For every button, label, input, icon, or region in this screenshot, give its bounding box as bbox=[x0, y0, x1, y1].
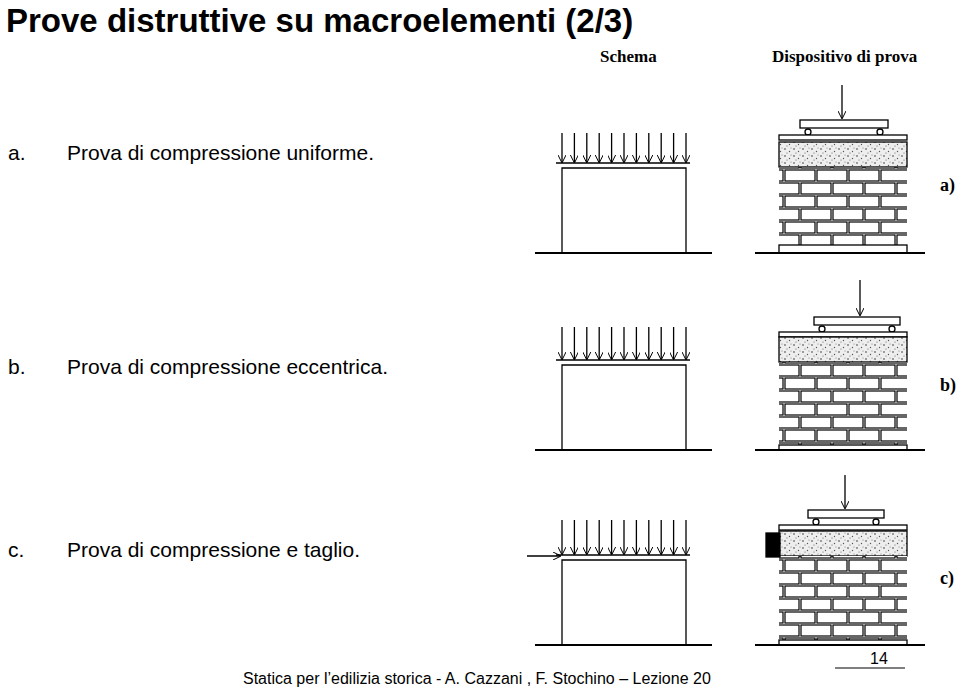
base-plate bbox=[779, 245, 907, 253]
load-arrow bbox=[599, 327, 600, 359]
load-line bbox=[556, 359, 690, 360]
column-heading: Schema bbox=[600, 47, 657, 67]
spreader-beam bbox=[808, 510, 884, 518]
item-letter: c. bbox=[8, 538, 24, 562]
load-arrow bbox=[636, 520, 637, 554]
load-arrow bbox=[586, 520, 587, 554]
load-arrow bbox=[599, 520, 600, 554]
ground-line bbox=[535, 252, 712, 254]
page-number: 14 bbox=[870, 650, 888, 668]
figure-tag: b) bbox=[940, 375, 956, 396]
item-text: Prova di compressione eccentrica. bbox=[67, 355, 388, 379]
wall-frame bbox=[562, 168, 686, 253]
load-arrow bbox=[673, 327, 674, 359]
load-arrow bbox=[685, 327, 686, 359]
plate bbox=[779, 135, 907, 140]
roller bbox=[813, 519, 819, 525]
figure-tag: a) bbox=[940, 175, 955, 196]
load-arrow bbox=[841, 85, 842, 118]
load-arrow bbox=[685, 520, 686, 554]
load-arrow bbox=[611, 520, 612, 554]
load-arrow bbox=[586, 133, 587, 162]
page-rule bbox=[835, 668, 905, 669]
load-arrow bbox=[661, 520, 662, 554]
load-arrow bbox=[623, 520, 624, 554]
load-arrow bbox=[636, 327, 637, 359]
load-arrow bbox=[623, 133, 624, 162]
load-arrow bbox=[586, 327, 587, 359]
load-arrow bbox=[685, 133, 686, 162]
load-arrow bbox=[574, 133, 575, 162]
load-arrow bbox=[599, 133, 600, 162]
ground-line bbox=[535, 449, 712, 451]
mortar-cap bbox=[779, 337, 907, 362]
load-arrow bbox=[611, 133, 612, 162]
brick-wall bbox=[779, 556, 907, 640]
test-devices bbox=[755, 85, 925, 645]
wall-frame bbox=[562, 560, 686, 645]
ground-line bbox=[755, 449, 925, 451]
figure-tag: c) bbox=[940, 568, 954, 589]
load-arrow bbox=[844, 475, 845, 508]
ground-line bbox=[535, 644, 712, 646]
load-arrow bbox=[648, 133, 649, 162]
mortar-cap bbox=[779, 142, 907, 167]
shear-arrow bbox=[527, 555, 560, 556]
load-arrow bbox=[574, 520, 575, 554]
load-arrow bbox=[561, 520, 562, 554]
item-text: Prova di compressione e taglio. bbox=[67, 538, 360, 562]
brick-wall bbox=[779, 167, 907, 245]
wall-frame bbox=[562, 365, 686, 450]
plate bbox=[779, 525, 907, 530]
item-letter: a. bbox=[8, 141, 26, 165]
roller bbox=[873, 519, 879, 525]
load-arrow bbox=[661, 133, 662, 162]
load-line bbox=[556, 554, 690, 555]
footer-text: Statica per l’edilizia storica - A. Cazz… bbox=[243, 670, 711, 688]
ground-line bbox=[755, 252, 925, 254]
load-line bbox=[556, 162, 690, 163]
spreader-beam bbox=[800, 120, 888, 128]
load-arrow bbox=[859, 280, 860, 315]
roller bbox=[819, 326, 825, 332]
load-arrow bbox=[673, 520, 674, 554]
roller bbox=[889, 326, 895, 332]
shear-jack bbox=[766, 533, 780, 557]
load-arrow bbox=[673, 133, 674, 162]
item-letter: b. bbox=[8, 355, 26, 379]
load-arrow bbox=[561, 327, 562, 359]
load-arrow bbox=[661, 327, 662, 359]
schema-figures bbox=[527, 133, 712, 645]
item-text: Prova di compressione uniforme. bbox=[67, 141, 374, 165]
load-arrow bbox=[574, 327, 575, 359]
slide-title: Prove distruttive su macroelementi (2/3) bbox=[6, 2, 633, 40]
load-arrow bbox=[611, 327, 612, 359]
plate bbox=[779, 332, 907, 337]
roller bbox=[805, 129, 811, 135]
spreader-beam bbox=[814, 317, 900, 325]
column-heading: Dispositivo di prova bbox=[772, 47, 917, 67]
ground-line bbox=[755, 644, 925, 646]
mortar-cap bbox=[779, 531, 907, 556]
brick-wall bbox=[779, 362, 907, 445]
roller bbox=[877, 129, 883, 135]
load-arrow bbox=[648, 520, 649, 554]
load-arrow bbox=[623, 327, 624, 359]
load-arrow bbox=[648, 327, 649, 359]
load-arrow bbox=[636, 133, 637, 162]
load-arrow bbox=[561, 133, 562, 162]
